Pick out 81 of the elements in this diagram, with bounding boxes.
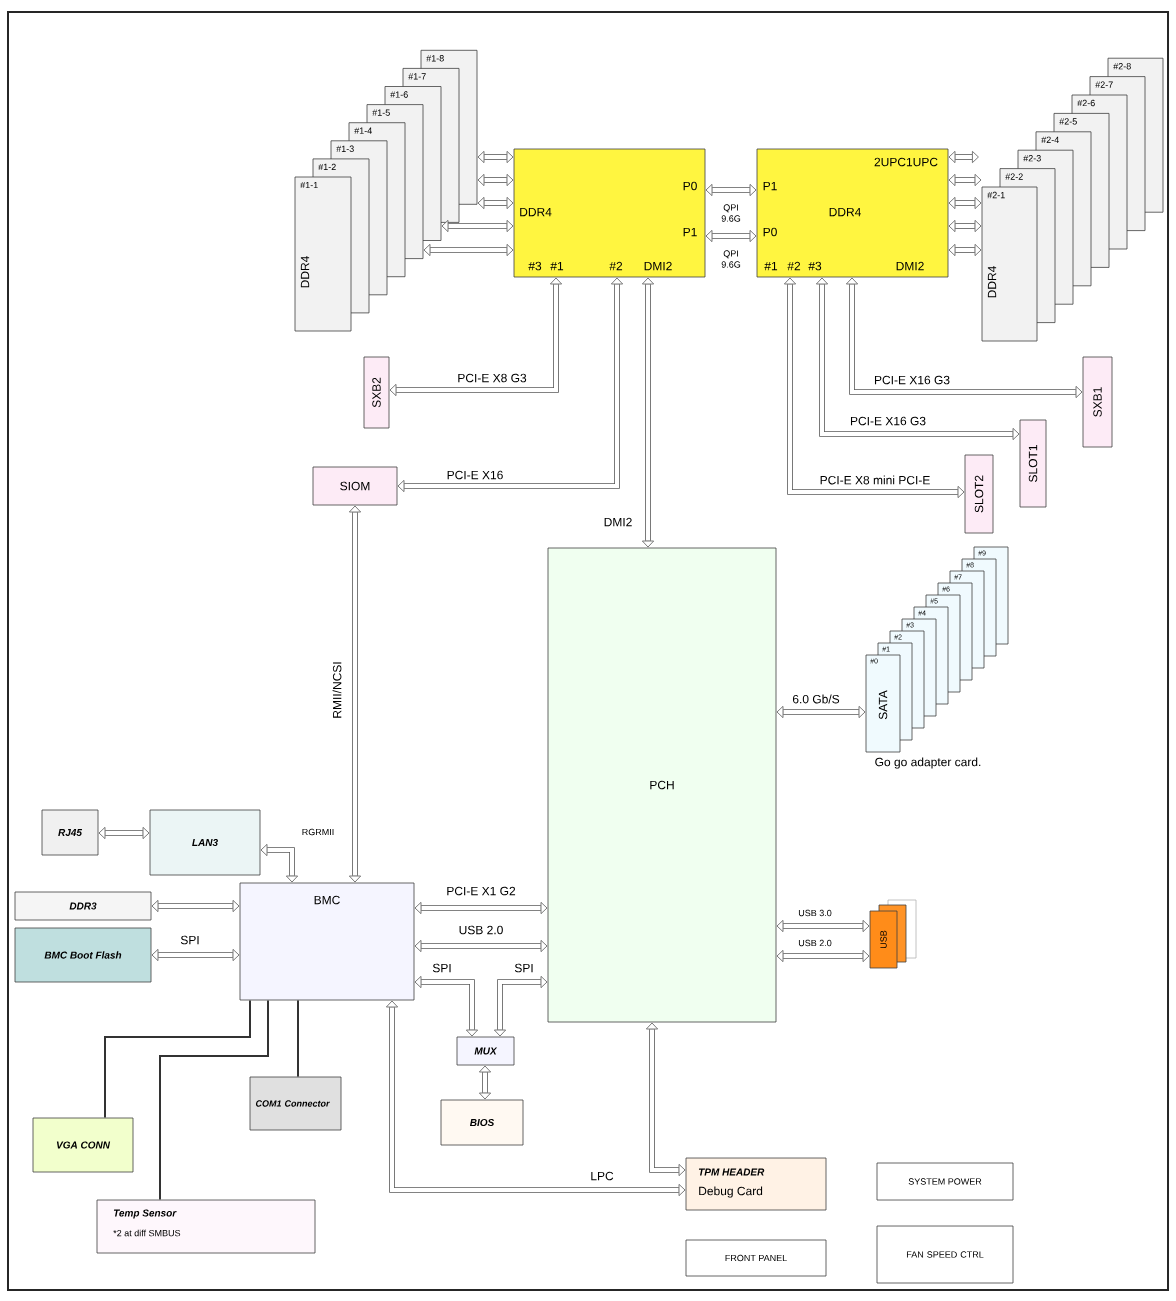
arrow xyxy=(776,949,870,963)
connector-box: RJ45 xyxy=(41,809,99,856)
arrow xyxy=(414,901,548,915)
arrow xyxy=(477,173,514,187)
arrow xyxy=(151,948,240,962)
arrow xyxy=(948,243,982,257)
arrow xyxy=(705,183,757,197)
arrow xyxy=(948,173,982,187)
sensor-box: Temp Sensor *2 at diff SMBUS xyxy=(96,1199,316,1254)
edge-label: USB 2.0 xyxy=(457,924,505,936)
arrow xyxy=(493,975,548,1037)
usb-port: USB xyxy=(869,910,898,969)
edge-label: RGRMII xyxy=(300,827,336,837)
connector-box: VGA CONN xyxy=(32,1117,134,1173)
arrow xyxy=(477,196,514,210)
arrow xyxy=(348,505,362,883)
function-box: SYSTEM POWER xyxy=(876,1162,1014,1201)
arrow xyxy=(705,229,757,243)
arrow xyxy=(414,975,479,1037)
arrow xyxy=(151,899,240,913)
arrow xyxy=(948,219,982,233)
arrow xyxy=(478,1065,492,1100)
chip-box: LAN3 xyxy=(149,809,261,876)
arrow xyxy=(397,277,624,493)
arrow xyxy=(98,826,150,840)
edge-label: QPI 9.6G xyxy=(717,249,745,269)
arrow xyxy=(423,243,514,257)
edge-label: PCI-E X16 G3 xyxy=(849,415,927,427)
arrow xyxy=(441,219,514,233)
arrow xyxy=(477,150,514,164)
expansion-slot: SLOT2 xyxy=(964,454,994,534)
arrow xyxy=(385,1000,686,1197)
expansion-slot: SXB2 xyxy=(363,356,390,429)
arrow xyxy=(260,843,299,883)
connector-line xyxy=(159,999,269,1201)
edge-label: PCI-E X8 G3 xyxy=(456,372,528,384)
mux-box: MUX xyxy=(456,1036,515,1066)
firmware-box: BIOS xyxy=(440,1099,524,1146)
arrow xyxy=(776,705,866,719)
arrow xyxy=(776,919,870,933)
arrow xyxy=(414,939,548,953)
edge-label: PCI-E X16 xyxy=(445,469,505,481)
connector-line xyxy=(104,999,251,1119)
edge-label: SPI xyxy=(513,962,535,974)
memory-box: DDR3 xyxy=(14,891,152,921)
edge-label: SPI xyxy=(179,934,201,946)
caption-text: Go go adapter card. xyxy=(875,757,981,769)
edge-label: 6.0 Gb/S xyxy=(791,693,841,705)
controller-box: BMC xyxy=(239,882,415,1001)
connector-line xyxy=(297,999,299,1078)
arrow xyxy=(645,1022,686,1177)
header-box: TPM HEADER Debug Card xyxy=(685,1157,827,1211)
arrow xyxy=(641,277,655,548)
connector-box: COM1 Connector xyxy=(249,1076,342,1131)
module-box: SIOM xyxy=(312,466,398,506)
memory-module: #1-1 DDR4 xyxy=(294,176,352,332)
arrow xyxy=(815,277,1020,441)
arrow xyxy=(389,277,563,397)
processor-box: DDR4 P0 P1 #3 #1 #2 DMI2 xyxy=(513,148,706,278)
function-box: FRONT PANEL xyxy=(685,1239,827,1277)
processor-box: 2UPC1UPC P1 P0 DDR4 #1 #2 #3 DMI2 xyxy=(756,148,949,278)
edge-label: QPI 9.6G xyxy=(717,203,745,223)
arrow xyxy=(783,277,965,499)
edge-label: DMI2 xyxy=(602,516,634,528)
edge-label: PCI-E X8 mini PCI-E xyxy=(818,474,932,486)
flash-box: BMC Boot Flash xyxy=(14,927,152,983)
expansion-slot: SXB1 xyxy=(1082,356,1113,448)
function-box: FAN SPEED CTRL xyxy=(876,1225,1014,1284)
edge-label: RMII/NCSI xyxy=(331,660,343,720)
arrow xyxy=(948,150,979,164)
memory-module: #2-1 DDR4 xyxy=(981,186,1038,342)
arrow xyxy=(948,196,982,210)
edge-label: USB 2.0 xyxy=(797,938,833,948)
edge-label: SPI xyxy=(431,962,453,974)
edge-label: USB 3.0 xyxy=(797,908,833,918)
edge-label: LPC xyxy=(589,1170,615,1182)
arrow xyxy=(845,277,1083,399)
expansion-slot: SLOT1 xyxy=(1019,419,1047,508)
edge-label: PCI-E X16 G3 xyxy=(873,374,952,386)
chipset-box: PCH xyxy=(547,547,777,1023)
edge-label: PCI-E X1 G2 xyxy=(445,885,517,897)
